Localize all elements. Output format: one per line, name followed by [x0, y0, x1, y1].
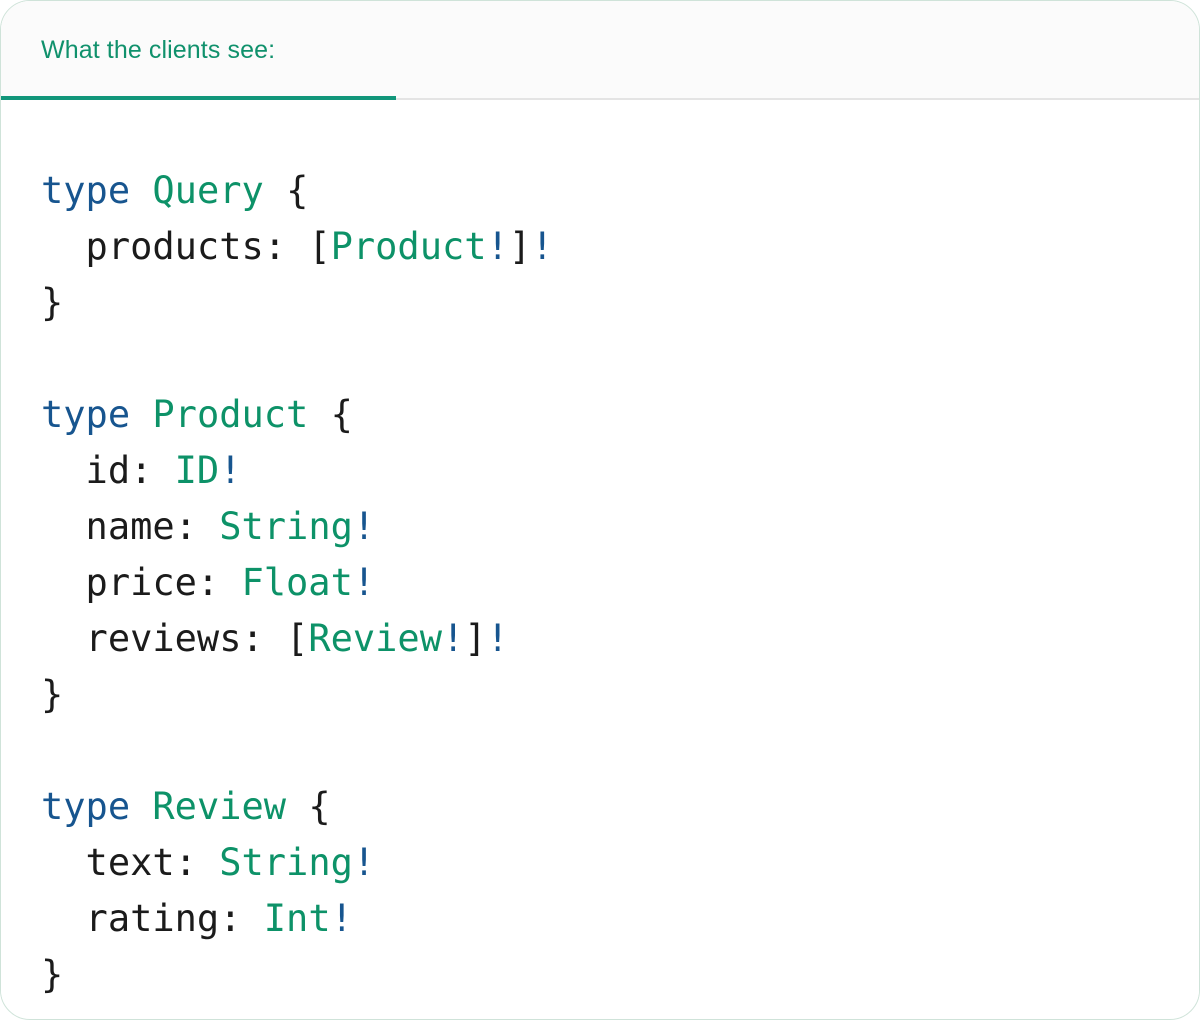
tab-label: What the clients see: [41, 36, 276, 64]
code-token-kw: type [41, 785, 131, 828]
code-token-bang: ! [330, 897, 353, 940]
code-token-punct: } [41, 673, 64, 716]
code-token-punct: } [41, 281, 64, 324]
code-token-type: Review [308, 617, 442, 660]
code-line: name: String! [41, 499, 1199, 555]
code-line: type Review { [41, 779, 1199, 835]
code-token-type: String [219, 505, 353, 548]
code-token-type: Query [152, 169, 264, 212]
code-token-bang: ! [441, 617, 465, 660]
code-token-plain [130, 169, 152, 212]
code-token-punct: ] [508, 225, 532, 268]
code-token-kw: type [41, 169, 131, 212]
code-token-bang: ! [352, 841, 376, 884]
code-token-punct: ] [464, 617, 487, 660]
code-line: price: Float! [41, 555, 1199, 611]
code-token-bang: ! [486, 225, 509, 268]
tab-active-underline [1, 96, 396, 100]
code-line: } [41, 667, 1199, 723]
code-line: text: String! [41, 835, 1199, 891]
code-token-punct: [ [308, 225, 331, 268]
code-line: type Product { [41, 387, 1199, 443]
code-token-type: Int [263, 897, 331, 940]
code-line: } [41, 947, 1199, 1003]
code-token-type: Review [152, 785, 287, 828]
code-line [41, 723, 1199, 779]
code-token-bang: ! [352, 561, 376, 604]
code-token-field: rating: [41, 897, 264, 940]
graphql-schema-code: type Query { products: [Product!]!} type… [41, 163, 1199, 1003]
code-token-type: String [219, 841, 353, 884]
code-line: id: ID! [41, 443, 1199, 499]
code-token-field: id: [41, 449, 175, 492]
tab-what-the-clients-see[interactable]: What the clients see: [1, 1, 396, 100]
code-line: } [41, 275, 1199, 331]
code-token-bang: ! [219, 449, 242, 492]
code-token-field: name: [41, 505, 220, 548]
code-token-plain [130, 393, 152, 436]
code-token-field: products: [41, 225, 309, 268]
code-token-field: reviews: [41, 617, 287, 660]
code-line: rating: Int! [41, 891, 1199, 947]
code-token-punct: { [330, 393, 353, 436]
code-token-plain [264, 169, 286, 212]
code-token-bang: ! [486, 617, 509, 660]
code-line: reviews: [Review!]! [41, 611, 1199, 667]
code-token-type: ID [174, 449, 220, 492]
code-token-plain [286, 785, 308, 828]
code-line: type Query { [41, 163, 1199, 219]
code-token-type: Product [330, 225, 487, 268]
code-token-kw: type [41, 393, 131, 436]
code-token-punct: { [308, 785, 331, 828]
code-token-punct: } [41, 953, 64, 996]
code-token-plain [130, 785, 152, 828]
tab-bar-divider [1, 98, 1199, 100]
code-panel[interactable]: type Query { products: [Product!]!} type… [1, 100, 1199, 1003]
code-token-field: price: [41, 561, 242, 604]
code-line [41, 331, 1199, 387]
code-line: products: [Product!]! [41, 219, 1199, 275]
code-token-plain [308, 393, 330, 436]
tab-bar: What the clients see: [1, 1, 1199, 100]
code-token-type: Product [152, 393, 309, 436]
code-token-punct: [ [286, 617, 309, 660]
code-token-bang: ! [352, 505, 376, 548]
code-token-punct: { [286, 169, 309, 212]
code-token-field: text: [41, 841, 220, 884]
code-token-bang: ! [531, 225, 554, 268]
code-token-type: Float [241, 561, 353, 604]
